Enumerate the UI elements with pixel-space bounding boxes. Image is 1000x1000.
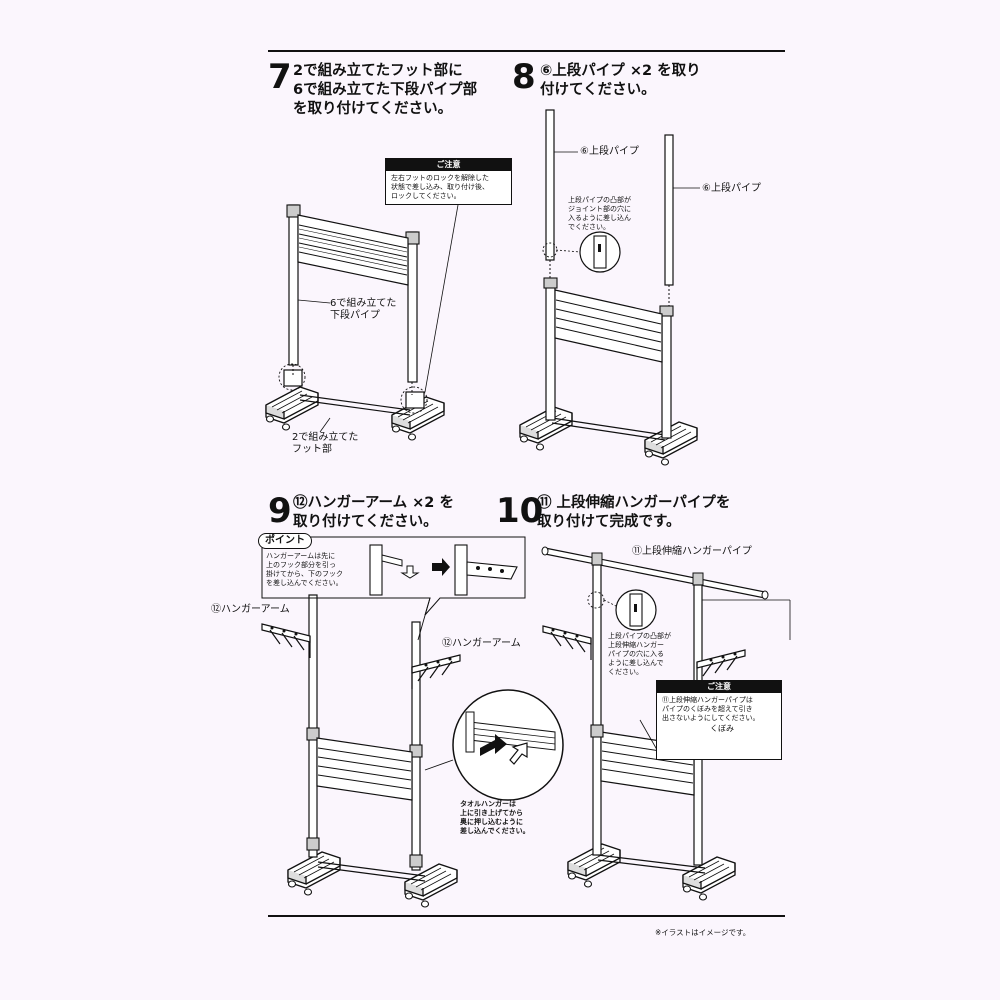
step-9-label-arm-right: ⑫ハンガーアーム: [442, 638, 521, 649]
step-7-number: 7: [268, 57, 292, 97]
step-7-label-foot: 2で組み立てた フット部: [292, 432, 359, 455]
step-9-towel-note: タオルハンガーは 上に引き上げてから 奥に押し込むように 差し込んでください。: [460, 800, 530, 835]
step-8-label-upper-pipe-right: ⑥上段パイプ: [702, 183, 761, 194]
step-10-caution-title: ご注意: [657, 681, 781, 693]
step-7-diagram: [265, 204, 459, 441]
step-10-title: ⑪ 上段伸縮ハンガーパイプを 取り付けて完成です。: [537, 495, 731, 530]
step-10-caution-box: ご注意 ⑪上段伸縮ハンガーパイプは パイプのくぼみを超えて引き 出さないようにし…: [656, 680, 782, 760]
step-8-label-upper-pipe-left: ⑥上段パイプ: [580, 146, 639, 157]
step-9-point-text: ハンガーアームは先に 上のフック部分を引っ 掛けてから、下のフック を差し込んで…: [266, 552, 343, 587]
step-10-joint-note: 上段パイプの凸部が 上段伸縮ハンガー パイプの穴に入る ように差し込んで くださ…: [608, 632, 671, 676]
bottom-rule: [268, 915, 785, 917]
step-10-caution-text: ⑪上段伸縮ハンガーパイプは パイプのくぼみを超えて引き 出さないようにしてくださ…: [662, 696, 760, 722]
step-7-caution-text: 左右フットのロックを解除した 状態で差し込み、取り付け後、 ロックしてください。: [391, 174, 489, 200]
step-8-title: ⑥上段パイプ ×2 を取り 付けてください。: [540, 63, 701, 98]
step-10-label-extend-pipe: ⑪上段伸縮ハンガーパイプ: [632, 546, 752, 557]
step-9-point-tag: ポイント: [258, 533, 312, 549]
step-7-title: 2で組み立てたフット部に 6で組み立てた下段パイプ部 を取り付けてください。: [293, 63, 478, 117]
footer-note: ※イラストはイメージです。: [655, 928, 751, 937]
step-9-label-arm-left: ⑫ハンガーアーム: [211, 604, 290, 615]
step-8-diagram: [519, 109, 700, 466]
step-7-label-lower-pipe: 6で組み立てた 下段パイプ: [330, 298, 397, 321]
step-7-caution-title: ご注意: [386, 159, 511, 171]
step-9-number: 9: [268, 491, 292, 531]
top-rule: [268, 50, 785, 52]
step-8-joint-note: 上段パイプの凸部が ジョイント部の穴に 入るように差し込ん でください。: [568, 196, 631, 231]
step-9-diagram: [261, 536, 564, 908]
step-9-title: ⑫ハンガーアーム ×2 を 取り付けてください。: [293, 495, 454, 530]
step-8-number: 8: [512, 57, 536, 97]
step-7-caution-box: ご注意 左右フットのロックを解除した 状態で差し込み、取り付け後、 ロックしてく…: [385, 158, 512, 205]
step-10-label-dent: くぼみ: [710, 724, 734, 733]
step-10-number: 10: [496, 491, 544, 531]
